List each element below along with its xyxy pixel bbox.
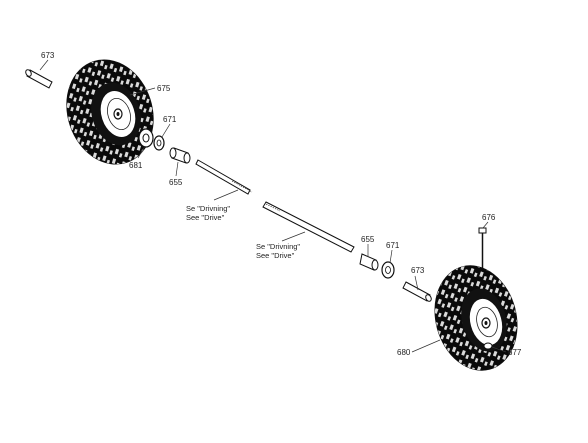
label-655-left: 655 [169, 178, 183, 187]
note-upper-swedish: Se "Drivning" [186, 204, 230, 213]
label-655-right: 655 [361, 235, 375, 244]
label-681: 681 [129, 161, 143, 170]
label-671-left: 671 [163, 115, 177, 124]
label-673-left: 673 [41, 51, 55, 60]
right-wheel [434, 265, 518, 371]
note-lower-english: See "Drive" [256, 251, 295, 260]
label-675: 675 [157, 84, 171, 93]
right-bushing-655 [359, 253, 379, 271]
label-673-right: 673 [411, 266, 425, 275]
left-wheel [66, 59, 154, 165]
note-lower-swedish: Se "Drivning" [256, 242, 300, 251]
left-axle-pin [25, 69, 53, 89]
upper-drive-shaft [195, 159, 253, 195]
long-drive-shaft [262, 201, 355, 253]
label-680: 680 [397, 348, 411, 357]
left-washer-681 [138, 128, 154, 148]
right-axle-pin [402, 281, 432, 302]
label-676: 676 [482, 213, 496, 222]
label-671-right: 671 [386, 241, 400, 250]
right-washer-671 [381, 261, 395, 279]
note-upper-english: See "Drive" [186, 213, 225, 222]
left-washer-671 [153, 135, 165, 151]
left-bushing-655 [169, 147, 191, 164]
label-677: 677 [508, 348, 522, 357]
